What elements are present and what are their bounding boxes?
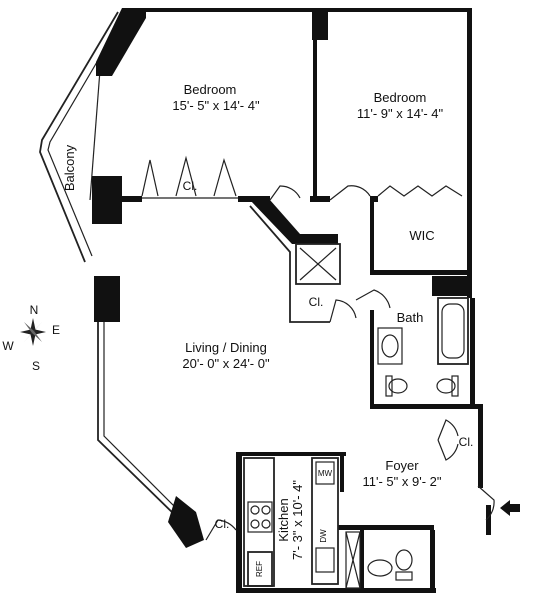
- balcony-outline: [39, 11, 125, 263]
- foyer-dims: 11'- 5" x 9'- 2": [363, 474, 442, 489]
- compass-east: E: [52, 323, 60, 337]
- compass-west: W: [2, 339, 14, 353]
- closet-doors-bedroom: [141, 155, 238, 199]
- bath-fixtures: [345, 297, 469, 589]
- interior-walls: [118, 40, 491, 593]
- closet-label-hall: Cl.: [309, 295, 324, 309]
- compass-rose: [20, 318, 46, 346]
- swing-doors: [205, 185, 495, 541]
- closet-label-foyer: Cl.: [459, 435, 474, 449]
- mw-label: MW: [318, 469, 333, 478]
- living-name: Living / Dining: [185, 340, 267, 355]
- kitchen-fixtures: [243, 457, 339, 587]
- wic-name: WIC: [409, 228, 434, 243]
- kitchen-name: Kitchen: [276, 498, 291, 541]
- kitchen-dims: 7'- 3" x 10'- 4": [290, 480, 305, 560]
- bedroom-2-dims: 11'- 9" x 14'- 4": [357, 106, 444, 121]
- dw-label: DW: [319, 529, 328, 543]
- bedroom-2-name: Bedroom: [374, 90, 427, 105]
- closet-label-bedroom: Cl.: [183, 179, 198, 193]
- living-dims: 20'- 0" x 24'- 0": [182, 356, 270, 371]
- compass-north: N: [30, 303, 39, 317]
- ref-label: REF: [255, 561, 264, 577]
- compass-south: S: [32, 359, 40, 373]
- foyer-name: Foyer: [385, 458, 419, 473]
- exterior-walls: [92, 8, 475, 548]
- bath-name: Bath: [397, 310, 424, 325]
- bedroom-1-name: Bedroom: [184, 82, 237, 97]
- closet-label-kitchen: Cl.: [215, 517, 230, 531]
- entry-arrow-icon: [500, 500, 520, 516]
- closet-doors-bedroom-2: [377, 185, 463, 197]
- balcony-name: Balcony: [62, 144, 77, 191]
- bedroom-1-dims: 15'- 5" x 14'- 4": [172, 98, 260, 113]
